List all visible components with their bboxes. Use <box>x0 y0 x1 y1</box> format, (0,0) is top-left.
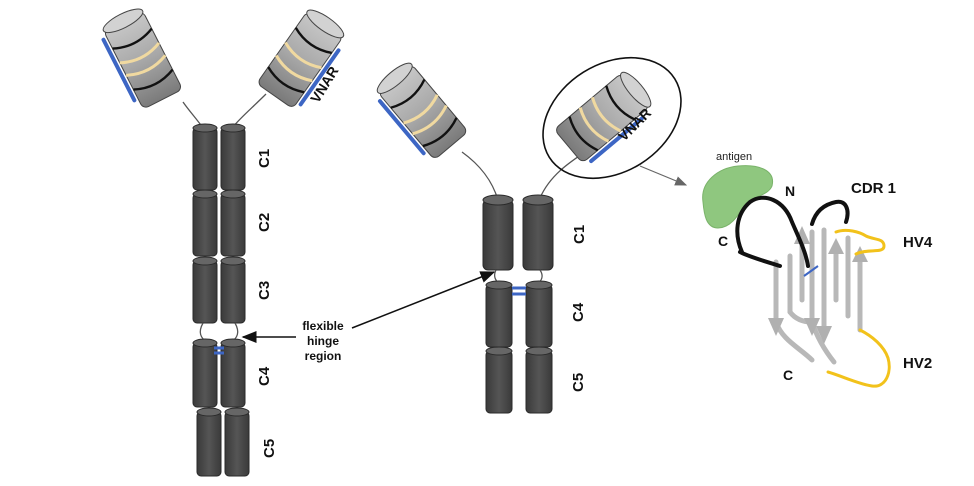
hinge-label-line3: region <box>305 349 342 363</box>
mid-c5-label: C5 <box>570 373 587 392</box>
cdr1-loop <box>735 195 810 268</box>
left-linker-2 <box>231 93 267 129</box>
hv2-label: HV2 <box>903 355 932 372</box>
vnar-zoom-arrow <box>639 165 688 186</box>
beta-strands <box>773 227 863 365</box>
left-vnar-domain-b <box>258 9 345 107</box>
hv2-loop <box>826 328 891 388</box>
beta-strand-heads <box>768 226 868 344</box>
c-terminus-label-bottom: C <box>783 367 793 383</box>
left-c2-label: C2 <box>256 213 273 232</box>
mid-vnar-domain-b <box>556 71 652 164</box>
mid-c5-domain <box>485 346 553 414</box>
left-c1-domain <box>192 123 246 191</box>
c-terminus-label-top: C <box>718 233 728 249</box>
mid-c1-label: C1 <box>571 225 588 244</box>
middle-ignar-molecule: VNAR C1 C4 C5 <box>376 56 682 414</box>
mid-linker-1 <box>461 151 499 201</box>
left-c4-domain <box>192 338 246 408</box>
hv4-label: HV4 <box>903 234 933 251</box>
hinge-arrow-right <box>351 271 496 329</box>
cdr1-label: CDR 1 <box>851 180 896 197</box>
mid-c4-label: C4 <box>570 302 587 322</box>
cdr3-loop <box>738 250 782 268</box>
left-c1-label: C1 <box>256 149 273 168</box>
hv4-loop <box>834 228 886 256</box>
left-c2-domain <box>192 189 246 257</box>
n-terminus-label: N <box>785 183 795 199</box>
mid-c1-domain <box>482 194 554 271</box>
hinge-annotation: flexible hinge region <box>241 271 496 363</box>
hinge-label-line2: hinge <box>307 334 339 348</box>
left-vnar-domain-a <box>101 8 182 108</box>
left-c3-domain <box>192 256 246 324</box>
left-c4-label: C4 <box>256 366 273 386</box>
cdr-loop-right <box>810 199 850 226</box>
left-c3-label: C3 <box>256 281 273 300</box>
vnar-ribbon-structure: antigen <box>702 151 933 388</box>
left-c5-domain <box>196 407 250 477</box>
left-c5-label: C5 <box>261 439 278 458</box>
mid-c4-domain <box>485 280 553 348</box>
vnar-highlight-ellipse <box>542 56 682 180</box>
mid-vnar-domain-a <box>376 62 467 158</box>
disulfide-bond <box>803 265 819 277</box>
antigen-label: antigen <box>716 151 752 163</box>
left-ignar-molecule: VNAR C1 C2 C3 <box>101 8 345 477</box>
hinge-label-line1: flexible <box>302 319 344 333</box>
